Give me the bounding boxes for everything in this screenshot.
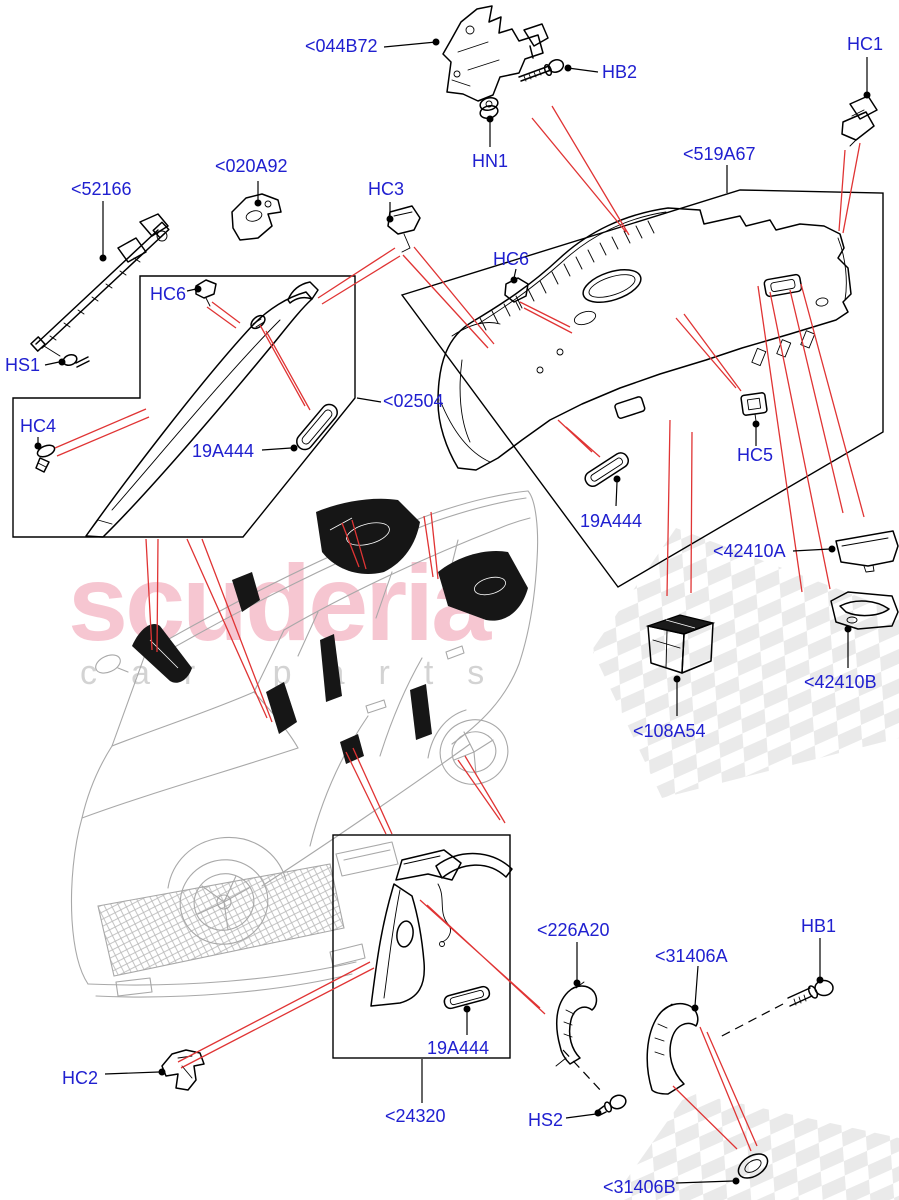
part-strip-19A444-bottom	[443, 985, 491, 1010]
detail-box-a-pillar	[12, 275, 356, 538]
label-HB2[interactable]: HB2	[602, 62, 637, 82]
part-clip-HC3	[387, 205, 421, 253]
leader-dots	[34, 38, 871, 1185]
label-226A20[interactable]: <226A20	[537, 920, 610, 940]
label-HC6-left[interactable]: HC6	[150, 284, 186, 304]
label-HC2[interactable]: HC2	[62, 1068, 98, 1088]
part-rail-52166	[30, 213, 170, 357]
part-bracket-044B72	[442, 5, 549, 102]
callout-leader-lines	[37, 41, 868, 1184]
label-31406B[interactable]: <31406B	[603, 1177, 676, 1197]
highlighted-trim-locations	[132, 498, 528, 764]
part-bolt-HB1	[787, 979, 834, 1007]
part-module-108A54	[645, 614, 716, 674]
watermark-tagline: car parts	[80, 654, 518, 692]
label-HN1[interactable]: HN1	[472, 151, 508, 171]
callout-labels: <044B72 HB2 HC1 HN1 <519A67 <52166 <020A…	[5, 34, 883, 1197]
part-clip-HC6-panel	[504, 277, 529, 311]
part-a-pillar-trim-02504	[85, 281, 319, 538]
label-HC1[interactable]: HC1	[847, 34, 883, 54]
part-clip-HC6-left	[195, 279, 217, 307]
part-clip-HC5	[740, 392, 768, 422]
part-bezel-42410B	[830, 591, 899, 630]
label-19A444-bottom[interactable]: 19A444	[427, 1038, 489, 1058]
label-HB1[interactable]: HB1	[801, 916, 836, 936]
part-cap-31406B	[737, 1153, 769, 1179]
label-519A67[interactable]: <519A67	[683, 144, 756, 164]
label-19A444-panel[interactable]: 19A444	[580, 511, 642, 531]
assembly-dashed-lines	[562, 1003, 784, 1094]
label-42410A[interactable]: <42410A	[713, 541, 786, 561]
label-HC4[interactable]: HC4	[20, 416, 56, 436]
part-clip-HC1	[841, 95, 878, 147]
part-c-pillar-trim-24320	[370, 849, 513, 1007]
label-02504[interactable]: <02504	[383, 391, 444, 411]
label-HC3[interactable]: HC3	[368, 179, 404, 199]
label-044B72[interactable]: <044B72	[305, 36, 378, 56]
part-quarter-panel-519A67	[437, 207, 852, 471]
part-cover-42410A	[835, 530, 899, 573]
part-strip-19A444-left	[296, 403, 338, 451]
label-31406A[interactable]: <31406A	[655, 946, 728, 966]
part-handle-226A20	[555, 981, 598, 1067]
part-screw-HS2	[595, 1094, 627, 1116]
label-42410B[interactable]: <42410B	[804, 672, 877, 692]
part-clip-HC2	[161, 1049, 205, 1091]
part-pin-HC4	[35, 444, 56, 473]
label-52166[interactable]: <52166	[71, 179, 132, 199]
label-108A54[interactable]: <108A54	[633, 721, 706, 741]
checker-band-icon	[592, 528, 899, 798]
label-19A444-left[interactable]: 19A444	[192, 441, 254, 461]
detail-box-d-pillar	[400, 189, 884, 588]
label-24320[interactable]: <24320	[385, 1106, 446, 1126]
detail-box-c-pillar	[332, 834, 511, 1059]
part-screw-HS1	[62, 353, 90, 368]
checker-band-icon	[612, 1092, 899, 1200]
part-handle-31406A	[646, 1003, 699, 1095]
label-HS1[interactable]: HS1	[5, 355, 40, 375]
part-bolt-HB2	[518, 59, 565, 82]
label-020A92[interactable]: <020A92	[215, 156, 288, 176]
label-HC5[interactable]: HC5	[737, 445, 773, 465]
part-strip-19A444-panel	[584, 452, 630, 488]
part-bracket-020A92	[231, 193, 282, 241]
label-HC6-panel[interactable]: HC6	[493, 249, 529, 269]
watermark-brand: scuderia	[68, 542, 492, 663]
red-locator-lines	[54, 105, 865, 1152]
label-HS2[interactable]: HS2	[528, 1110, 563, 1130]
grille-icon	[97, 863, 345, 977]
vehicle-illustration	[70, 490, 539, 998]
watermark: scuderia car parts	[68, 528, 899, 1200]
